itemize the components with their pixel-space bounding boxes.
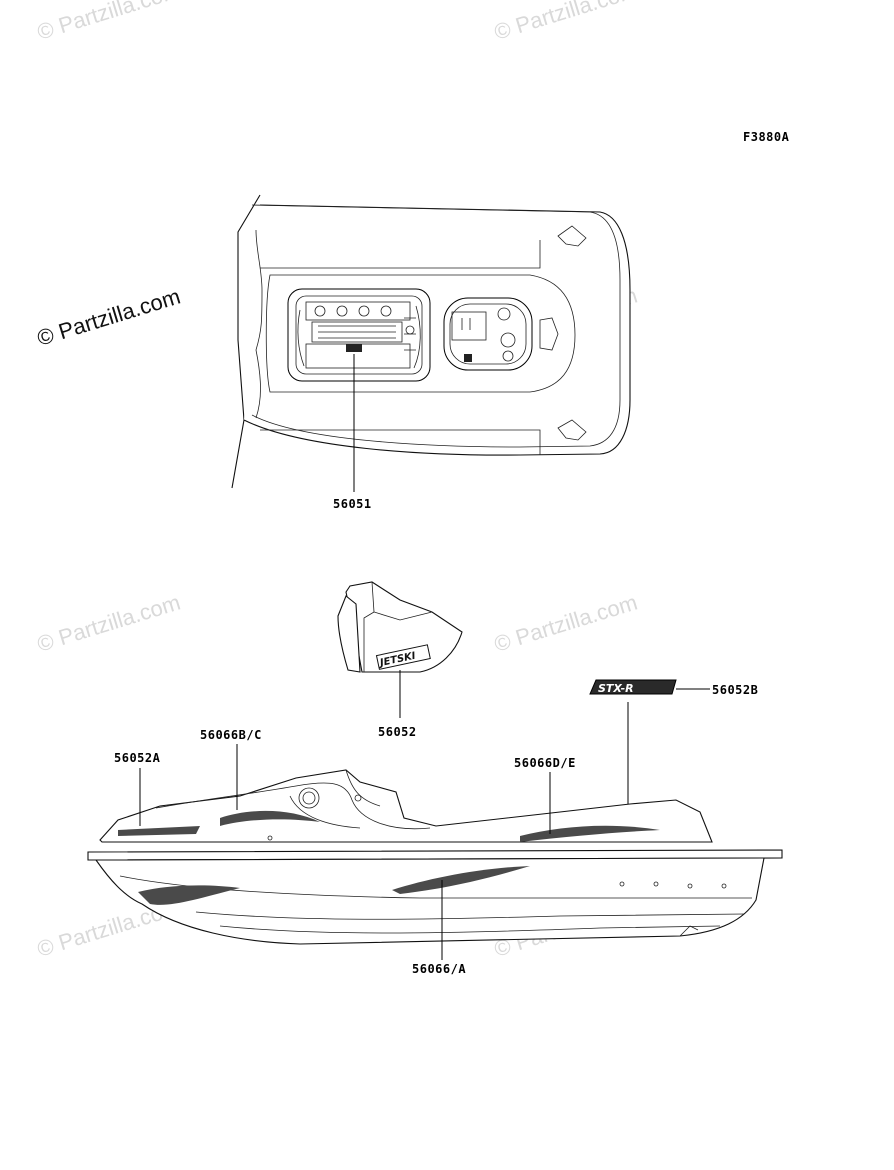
svg-text:STX-R: STX-R xyxy=(598,682,634,695)
side-view-watercraft xyxy=(87,744,783,960)
callout-56052b: 56052B xyxy=(712,683,758,697)
watermark: © Partzilla.com xyxy=(491,0,640,45)
watermark: © Partzilla.com xyxy=(34,0,183,45)
watermark: © Partzilla.com xyxy=(491,590,640,657)
callout-56066-a: 56066/A xyxy=(412,962,466,976)
engine-icon xyxy=(297,301,421,369)
callout-56052a: 56052A xyxy=(114,751,161,765)
jetski-decal-panel: JETSKI xyxy=(337,581,463,718)
callout-56052: 56052 xyxy=(378,725,417,739)
stxr-decal: STX-R xyxy=(589,679,710,820)
figure-code: F3880A xyxy=(743,130,790,144)
callout-56051: 56051 xyxy=(333,497,372,511)
top-view-engine-bay xyxy=(231,194,631,492)
callout-56066d-e: 56066D/E xyxy=(514,756,576,770)
watermark: © Partzilla.com xyxy=(34,590,183,657)
watermark-prominent: © Partzilla.com xyxy=(34,284,183,351)
callout-56066b-c: 56066B/C xyxy=(200,728,262,742)
